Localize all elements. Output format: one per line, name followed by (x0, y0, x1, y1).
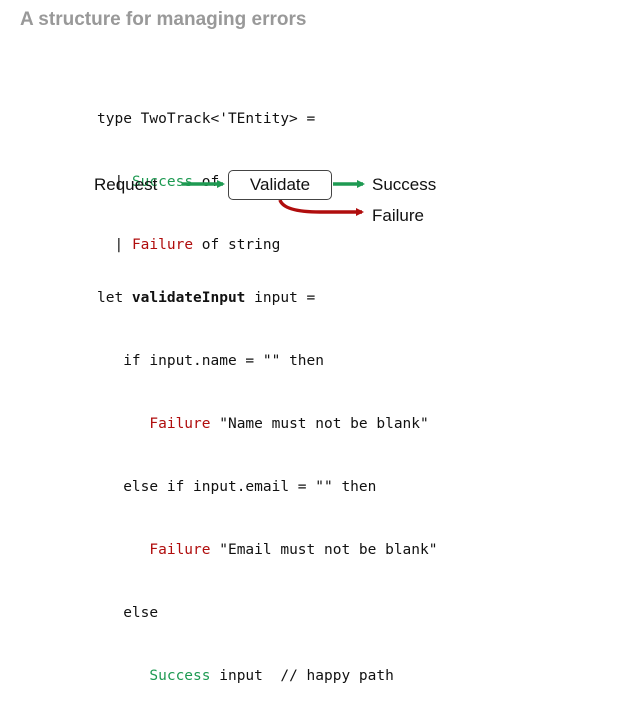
function-name: validateInput (131, 290, 246, 306)
name-condition: if input.name = "" then (123, 353, 324, 369)
validate-function-code: let validateInput input = if input.name … (97, 246, 437, 708)
failure-label: Failure (372, 206, 424, 225)
name-failure-line: Failure "Name must not be blank" (97, 414, 437, 435)
email-check-line: else if input.email = "" then (97, 477, 437, 498)
email-error-message: "Email must not be blank" (210, 542, 438, 558)
failure-case-line: | Failure of string (97, 235, 315, 256)
success-keyword: Success (149, 668, 211, 684)
failure-keyword: Failure (149, 542, 211, 558)
failure-arrow (278, 199, 364, 216)
name-error-message: "Name must not be blank" (210, 416, 429, 432)
union-bar: | (114, 237, 124, 253)
failure-keyword: Failure (149, 416, 211, 432)
name-check-line: if input.name = "" then (97, 351, 437, 372)
let-keyword: let (97, 290, 132, 306)
type-line: type TwoTrack<'TEntity> = (97, 109, 315, 130)
union-bar: | (114, 174, 124, 190)
else-keyword: else (123, 605, 159, 621)
two-track-diagram (182, 180, 365, 216)
happy-path-comment: input // happy path (210, 668, 394, 684)
type-declaration: type TwoTrack<'TEntity> = (97, 111, 316, 127)
slide-title: A structure for managing errors (20, 9, 307, 30)
email-condition: else if input.email = "" then (123, 479, 377, 495)
success-line: Success input // happy path (97, 666, 437, 687)
function-parameters: input = (245, 290, 316, 306)
email-failure-line: Failure "Email must not be blank" (97, 540, 437, 561)
failure-case-keyword: Failure (131, 237, 194, 253)
success-label: Success (372, 175, 437, 194)
success-case-keyword: Success (131, 174, 194, 190)
function-signature-line: let validateInput input = (97, 288, 437, 309)
else-line: else (97, 603, 437, 624)
failure-case-type: of string (193, 237, 281, 253)
request-label: Request (94, 175, 158, 194)
validate-box: Validate (228, 170, 332, 200)
